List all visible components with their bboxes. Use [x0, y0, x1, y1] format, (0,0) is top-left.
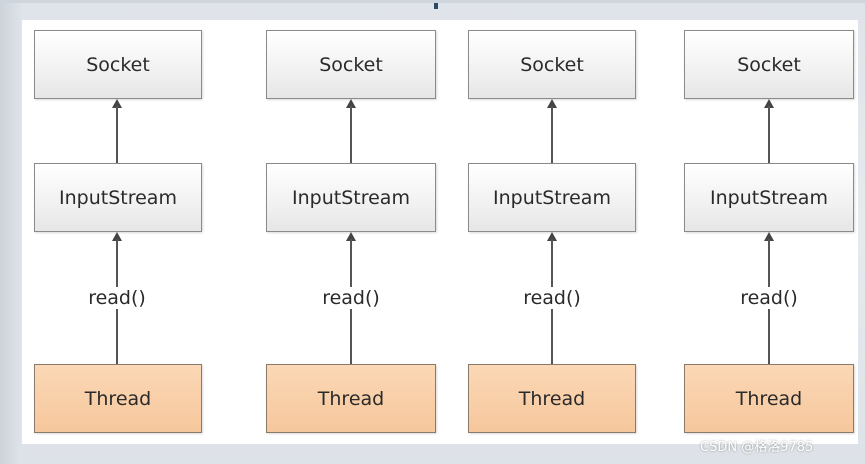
inputstream-box: InputStream	[468, 163, 636, 232]
arrow-head	[764, 232, 774, 241]
arrow-head	[547, 99, 557, 108]
thread-box: Thread	[468, 364, 636, 433]
arrow-head	[346, 232, 356, 241]
thread-box: Thread	[684, 364, 854, 433]
left-edge	[0, 3, 22, 464]
arrow-head	[764, 99, 774, 108]
connector-line	[768, 106, 770, 163]
top-marker	[434, 3, 438, 9]
arrow-head	[112, 232, 122, 241]
connector-line	[551, 106, 553, 163]
arrow-head	[547, 232, 557, 241]
thread-box: Thread	[266, 364, 436, 433]
read-call-label: read()	[738, 287, 800, 309]
thread-box: Thread	[34, 364, 202, 433]
inputstream-box: InputStream	[266, 163, 436, 232]
arrow-head	[112, 99, 122, 108]
inputstream-box: InputStream	[34, 163, 202, 232]
arrow-head	[346, 99, 356, 108]
top-bar	[0, 0, 865, 3]
socket-box: Socket	[266, 30, 436, 99]
read-call-label: read()	[521, 287, 583, 309]
connector-line	[350, 106, 352, 163]
csdn-watermark: CSDN @格洛9785	[700, 440, 814, 455]
diagram-canvas: Socket InputStream read() Thread Socket …	[22, 20, 858, 444]
socket-box: Socket	[684, 30, 854, 99]
socket-box: Socket	[34, 30, 202, 99]
inputstream-box: InputStream	[684, 163, 854, 232]
socket-box: Socket	[468, 30, 636, 99]
connector-line	[116, 106, 118, 163]
read-call-label: read()	[86, 287, 148, 309]
read-call-label: read()	[320, 287, 382, 309]
